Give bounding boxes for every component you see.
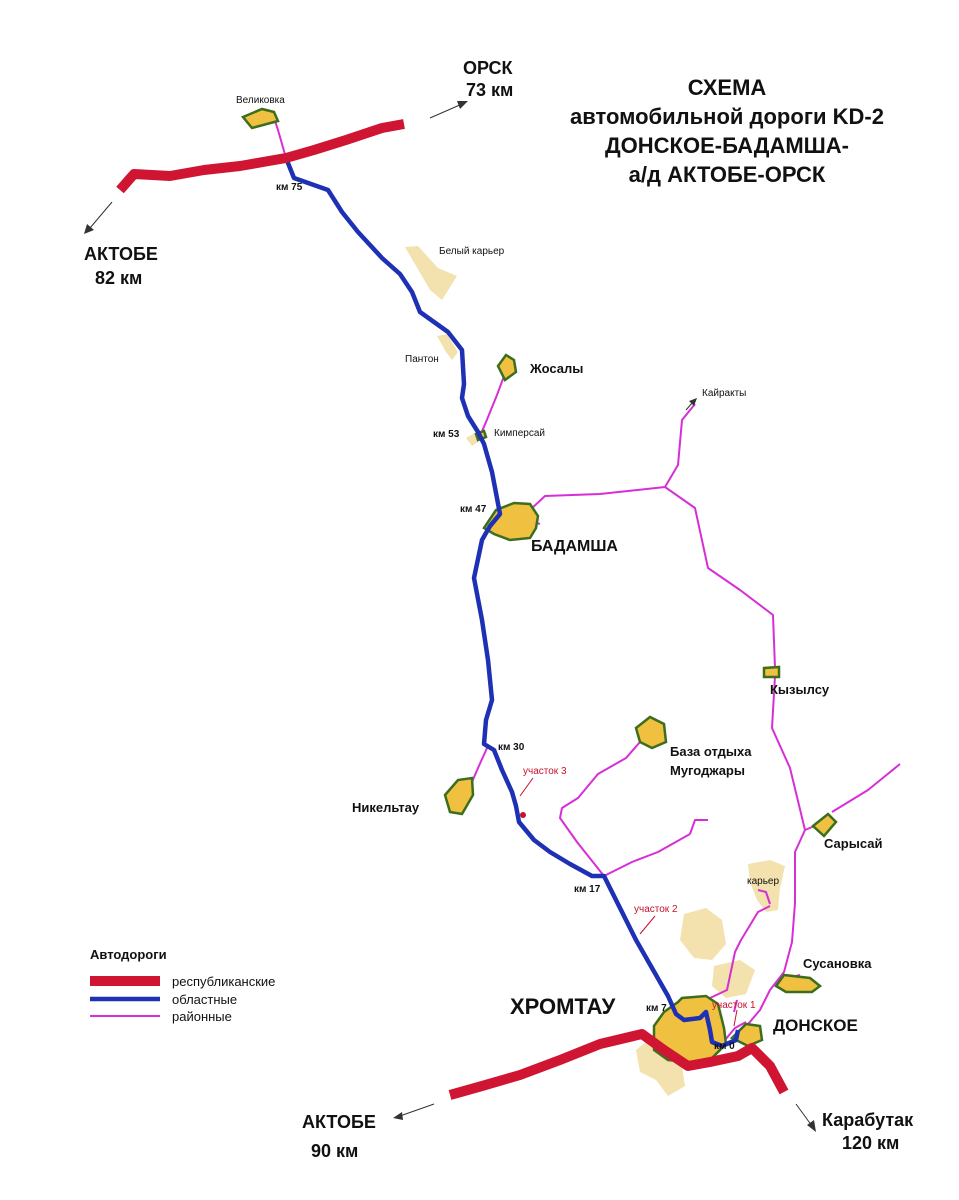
title-line-4: а/д АКТОБЕ-ОРСК xyxy=(629,162,826,187)
direction-arrows xyxy=(84,101,816,1132)
quarry-area-east xyxy=(712,960,755,998)
settlements xyxy=(240,107,838,1064)
kairakty-label: Кайракты xyxy=(702,388,746,399)
km-53-label: км 53 xyxy=(433,429,460,440)
karer-area xyxy=(748,860,785,912)
badamsha-label: БАДАМША xyxy=(531,538,618,555)
nikeltau-area xyxy=(443,776,475,816)
km-17-label: км 17 xyxy=(574,884,601,895)
donskoe-label: ДОНСКОЕ xyxy=(773,1016,858,1035)
sarysay-area xyxy=(811,812,838,838)
nikeltau-label: Никельтау xyxy=(352,800,420,815)
zhosaly-area xyxy=(496,353,518,382)
panton-label: Пантон xyxy=(405,354,439,365)
baza-label-line-1: База отдыха xyxy=(670,744,752,759)
legend-regional-label: областные xyxy=(172,992,237,1007)
kimpersay-label: Кимперсай xyxy=(494,428,545,439)
legend-district-label: районные xyxy=(172,1009,232,1024)
aktobe-nw-label: АКТОБЕ xyxy=(84,244,158,264)
bely-karer-area xyxy=(405,246,457,300)
legend-republican-label: республиканские xyxy=(172,974,275,989)
orsk-distance: 73 км xyxy=(466,80,513,100)
section-3-label: участок 3 xyxy=(523,766,567,777)
velikhovka-area xyxy=(240,107,280,130)
section-1-pointer xyxy=(733,1009,738,1027)
republican-road xyxy=(116,119,789,1100)
section-2-pointer xyxy=(639,915,656,935)
kyzylsu-area xyxy=(762,665,781,679)
aktobe-nw-arrow xyxy=(89,201,113,229)
susanovka-label: Сусановка xyxy=(803,956,872,971)
karabutak-arrow xyxy=(795,1103,813,1127)
km-47-label: км 47 xyxy=(460,504,487,515)
aktobe-nw-distance: 82 км xyxy=(95,268,142,288)
karer-label: карьер xyxy=(747,876,779,887)
quarry-areas xyxy=(405,246,785,1096)
legend: Автодороги республиканские областные рай… xyxy=(90,947,275,1024)
legend-title: Автодороги xyxy=(90,947,167,962)
baza-area xyxy=(634,715,668,750)
title-line-1: СХЕМА xyxy=(688,75,767,100)
section-3-pointer xyxy=(519,777,534,797)
title-line-2: автомобильной дороги KD-2 xyxy=(570,104,884,129)
aktobe-s-distance: 90 км xyxy=(311,1141,358,1161)
baza-label-line-2: Мугоджары xyxy=(670,763,745,778)
aktobe-s-label: АКТОБЕ xyxy=(302,1112,376,1132)
donskoe-area xyxy=(729,1022,764,1048)
district-roads xyxy=(271,111,901,1041)
susanovka-area xyxy=(774,973,823,994)
title-line-3: ДОНСКОЕ-БАДАМША- xyxy=(605,133,849,158)
bely-karer-label: Белый карьер xyxy=(439,246,505,257)
kyzylsu-label: Кызылсу xyxy=(770,682,830,697)
quarry-area-center xyxy=(680,908,726,960)
quarry-area-south xyxy=(636,1040,685,1096)
km-7-label: км 7 xyxy=(646,1003,667,1014)
section-2-label: участок 2 xyxy=(634,904,678,915)
regional-road xyxy=(283,157,741,1049)
section-1-label: участок 1 xyxy=(712,1000,756,1011)
karabutak-distance: 120 км xyxy=(842,1133,899,1153)
map-title: СХЕМА автомобильной дороги KD-2 ДОНСКОЕ-… xyxy=(570,75,884,187)
panton-area xyxy=(437,334,458,360)
zhosaly-label: Жосалы xyxy=(529,361,583,376)
km-30-label: км 30 xyxy=(498,742,525,753)
karabutak-label: Карабутак xyxy=(822,1110,914,1130)
khromtau-label: ХРОМТАУ xyxy=(510,994,616,1019)
orsk-label: ОРСК xyxy=(463,58,514,78)
orsk-arrow xyxy=(429,103,463,119)
section-3-dot xyxy=(520,812,526,818)
km-75-label: км 75 xyxy=(276,182,303,193)
velikhovka-label: Великовка xyxy=(236,95,285,106)
section-markers xyxy=(519,777,738,1027)
aktobe-s-arrow xyxy=(399,1103,435,1117)
km-0-label: км 0 xyxy=(714,1041,735,1052)
sarysay-label: Сарысай xyxy=(824,836,882,851)
